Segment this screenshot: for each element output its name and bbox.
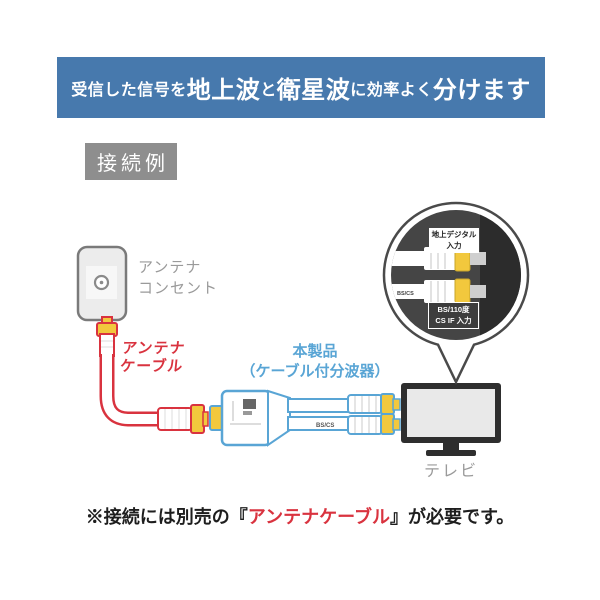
- terrestrial-label-pointer-icon: [447, 249, 455, 256]
- bscs-print-label-callout: BS/CS: [397, 291, 414, 297]
- headline-segment-emphasis: 衛星波: [276, 77, 351, 104]
- headline-segment-emphasis: 分けます: [432, 77, 531, 104]
- connection-example-tag: 接続例: [85, 143, 177, 180]
- footnote: ※接続には別売の『アンテナケーブル』が必要です。: [0, 503, 600, 529]
- callout-bubble: BS/CS: [382, 201, 530, 385]
- splitter-device-icon: BS/CS: [209, 389, 401, 447]
- tv-label: テレビ: [423, 463, 478, 480]
- footnote-prefix: ※接続には別売の『: [85, 507, 248, 527]
- terrestrial-input-label: 地上デジタル 入力: [429, 228, 479, 253]
- footnote-suffix: 』が必要です。: [390, 507, 515, 527]
- antenna-cable-label: アンテナ ケーブル: [119, 340, 187, 375]
- satellite-input-label: BS/110度 CS IF 入力: [428, 302, 479, 329]
- headline-segment: と: [260, 81, 277, 99]
- headline-segment-emphasis: 地上波: [186, 77, 261, 104]
- headline-banner: 受信した信号を 地上波 と 衛星波 に効率よく 分けます: [57, 57, 545, 118]
- tv-icon: [401, 383, 501, 456]
- antenna-cable-icon: [96, 316, 209, 434]
- antenna-outlet-icon: [76, 245, 128, 322]
- antenna-outlet-label: アンテナ コンセント: [138, 259, 219, 297]
- headline-segment: 受信した信号を: [71, 81, 187, 99]
- headline-segment: に効率よく: [350, 81, 433, 99]
- satellite-label-pointer-icon: [447, 294, 455, 302]
- product-label: 本製品 （ケーブル付分波器）: [240, 343, 390, 381]
- bscs-print-label: BS/CS: [316, 423, 334, 429]
- footnote-highlight: アンテナケーブル: [247, 507, 390, 527]
